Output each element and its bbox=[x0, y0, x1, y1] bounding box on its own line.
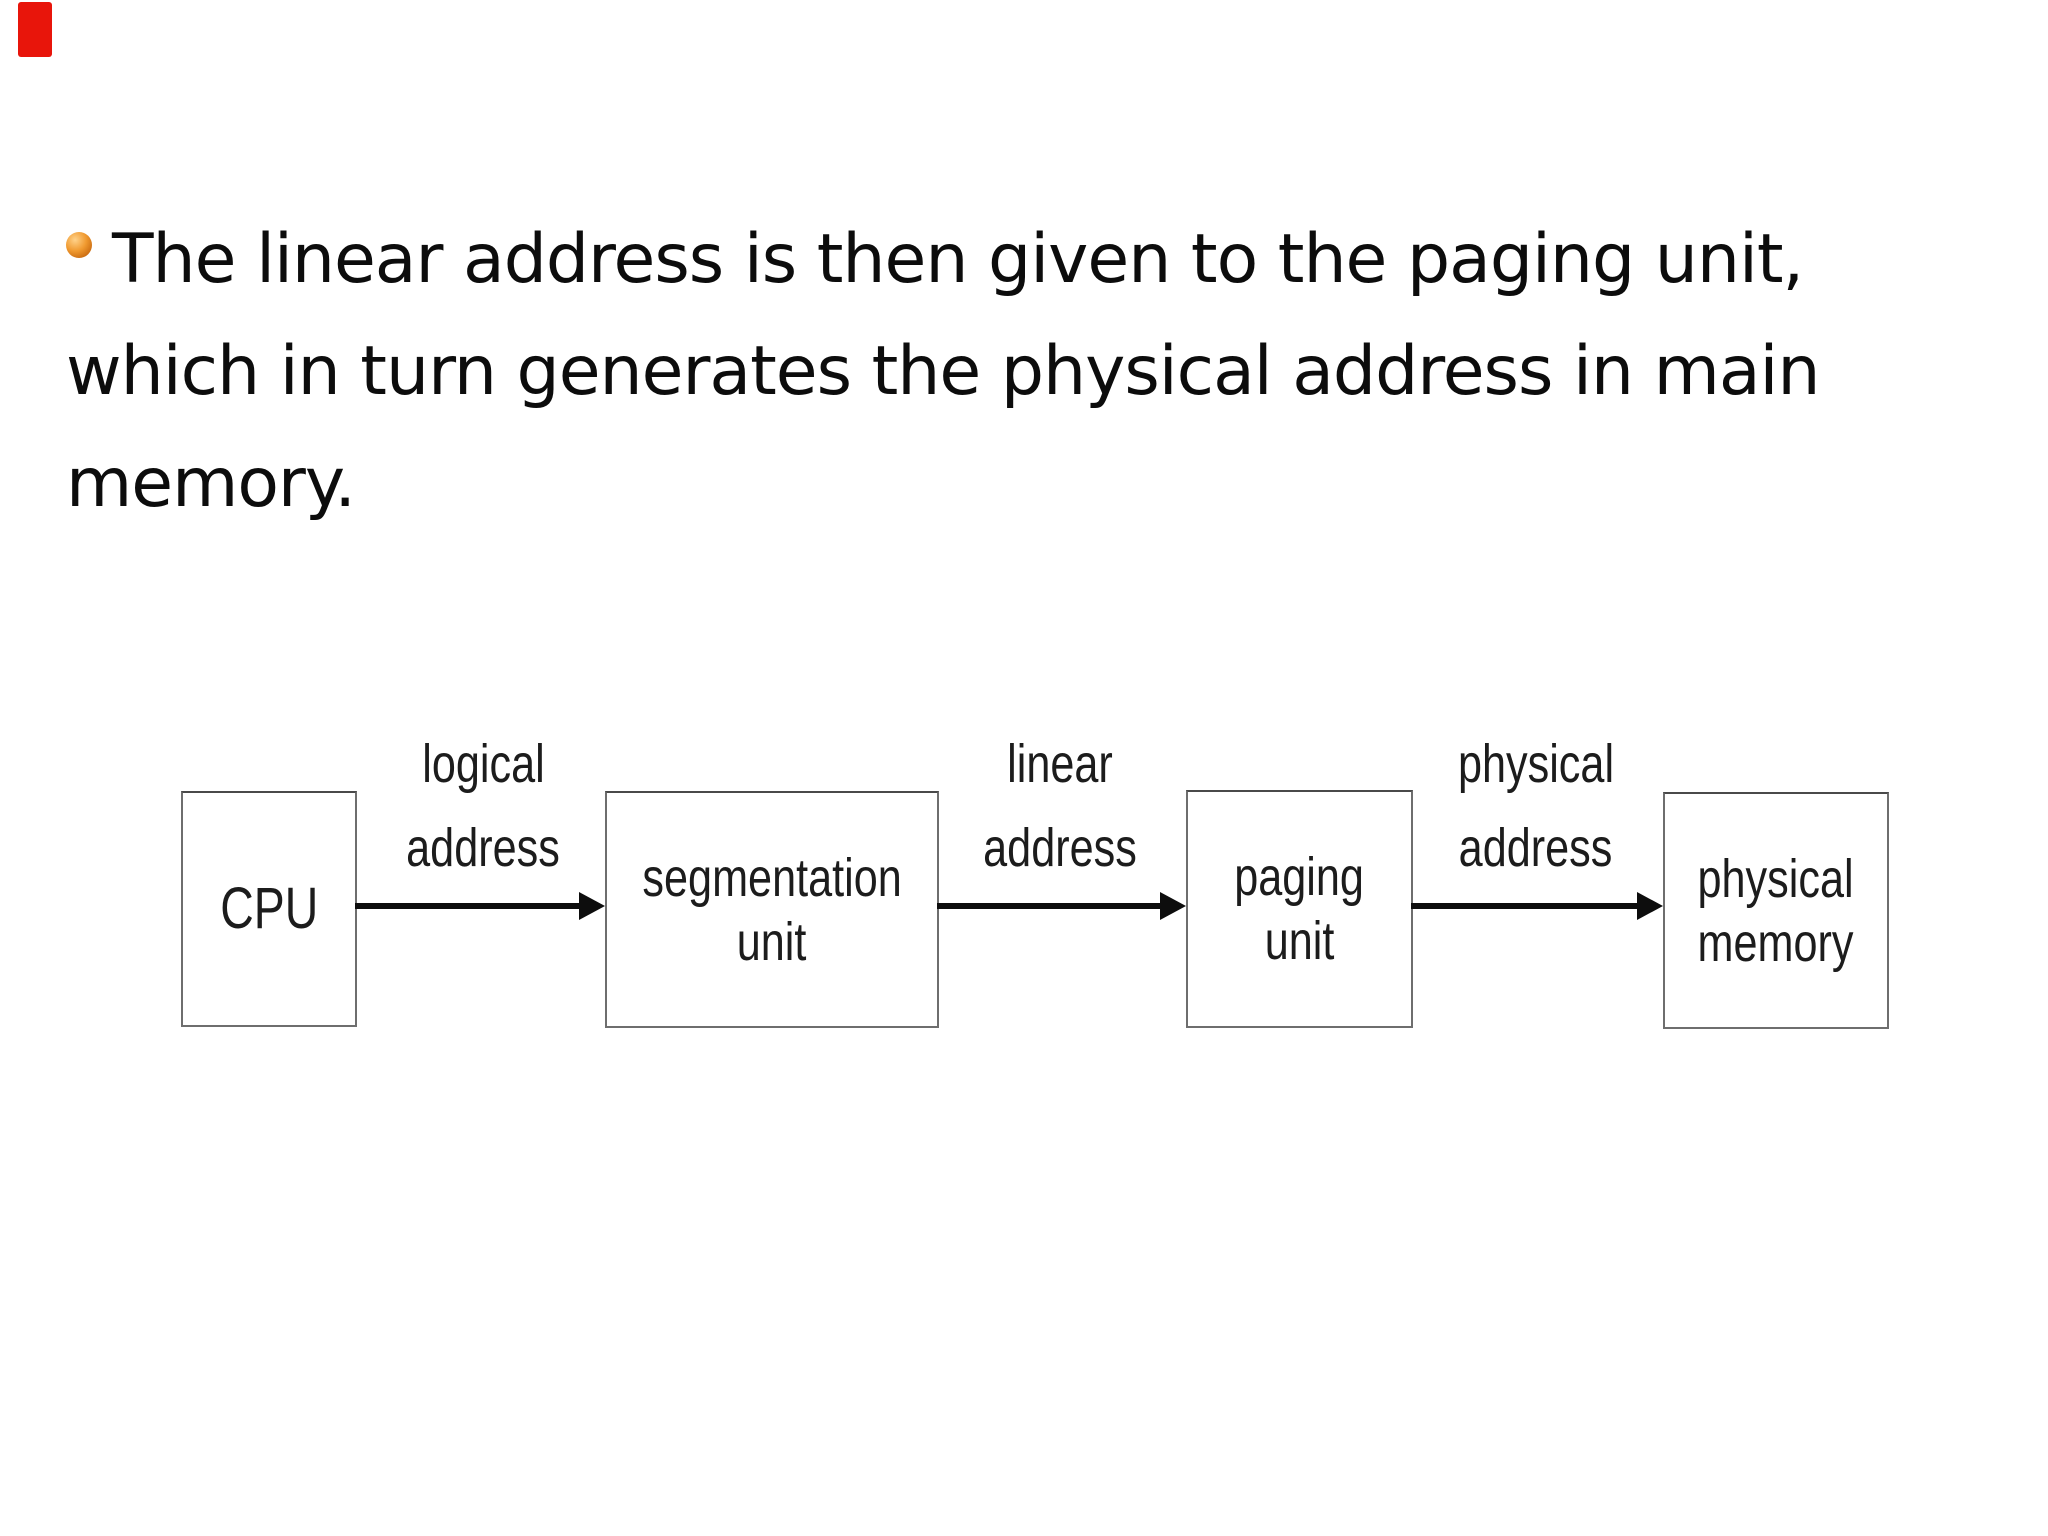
linear-address-label: linear address bbox=[964, 722, 1156, 890]
arrow-head-icon bbox=[1160, 892, 1186, 920]
segmentation-unit-label-line-1: segmentation bbox=[642, 847, 902, 908]
bullet-text-line-3: memory. bbox=[66, 444, 356, 523]
cpu-label: CPU bbox=[220, 876, 318, 941]
physical-address-label: physical address bbox=[1438, 722, 1633, 890]
paging-unit-label-line-2: unit bbox=[1264, 911, 1335, 971]
arrow-head-icon bbox=[579, 892, 605, 920]
bullet-paragraph: The linear address is then given to the … bbox=[66, 204, 2041, 540]
logical-address-label-line-1: logical bbox=[421, 734, 545, 794]
bullet-icon bbox=[66, 232, 92, 258]
physical-memory-box: physical memory bbox=[1663, 792, 1889, 1029]
arrow-segmentation-to-paging bbox=[937, 903, 1162, 909]
physical-address-label-line-1: physical bbox=[1457, 734, 1615, 794]
red-marker bbox=[18, 2, 52, 57]
logical-address-label: logical address bbox=[387, 722, 579, 890]
physical-address-label-line-2: address bbox=[1459, 818, 1613, 878]
physical-memory-label-line-1: physical bbox=[1697, 848, 1855, 909]
linear-address-label-line-1: linear bbox=[1007, 734, 1113, 794]
segmentation-unit-label-line-2: unit bbox=[737, 911, 807, 972]
physical-memory-label-line-2: memory bbox=[1697, 912, 1854, 973]
bullet-text-line-2: which in turn generates the physical add… bbox=[66, 332, 1821, 411]
segmentation-unit-box: segmentation unit bbox=[605, 791, 939, 1028]
arrow-cpu-to-segmentation bbox=[355, 903, 581, 909]
bullet-text-line-1: The linear address is then given to the … bbox=[112, 220, 1804, 299]
arrow-paging-to-memory bbox=[1411, 903, 1639, 909]
logical-address-label-line-2: address bbox=[406, 818, 560, 878]
arrow-head-icon bbox=[1637, 892, 1663, 920]
cpu-box: CPU bbox=[181, 791, 357, 1027]
paging-unit-box: paging unit bbox=[1186, 790, 1413, 1028]
paging-unit-label-line-1: paging bbox=[1234, 847, 1365, 907]
linear-address-label-line-2: address bbox=[983, 818, 1137, 878]
